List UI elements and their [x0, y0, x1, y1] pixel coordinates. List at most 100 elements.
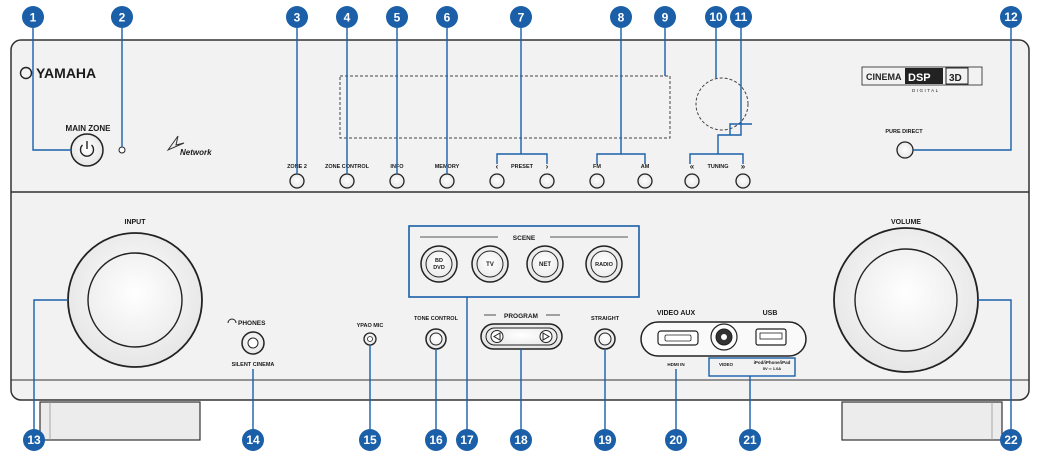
callout-18: [510, 429, 532, 451]
callout-4: [336, 6, 358, 28]
input-label: INPUT: [125, 219, 147, 226]
callout-13: [23, 429, 45, 451]
straight-button[interactable]: [594, 328, 616, 350]
ypao-mic-hole: [367, 336, 373, 342]
callout-5: [386, 6, 408, 28]
memory-button[interactable]: [439, 173, 455, 189]
callout-3-text: 3: [294, 11, 301, 25]
preset-next-label: ›: [546, 162, 549, 171]
callout-22-text: 22: [1004, 433, 1018, 447]
video-label: VIDEO: [719, 362, 734, 367]
scene-dvd-label: DVD: [433, 265, 445, 271]
info-button[interactable]: [389, 173, 405, 189]
preset-prev-label: ‹: [496, 162, 499, 171]
callout-12: [1000, 6, 1022, 28]
fm-button[interactable]: [589, 173, 605, 189]
left-foot: [39, 401, 201, 441]
callout-6: [436, 6, 458, 28]
preset-prev-button[interactable]: [489, 173, 505, 189]
callout-badges: 1 2 3 4 5 6 7 8 9 10 11 12 13 14 15 16 1…: [22, 6, 1022, 451]
callout-15: [359, 429, 381, 451]
yamaha-emblem-icon: [19, 66, 33, 80]
standby-indicator: [118, 146, 126, 154]
tuning-prev-button[interactable]: [684, 173, 700, 189]
callout-leaders: [32, 28, 1012, 440]
zone-control-button[interactable]: [339, 173, 355, 189]
tuning-next-label: »: [741, 162, 746, 171]
fm-label: FM: [593, 164, 601, 170]
callout-13-text: 13: [27, 433, 41, 447]
pure-direct-label: PURE DIRECT: [885, 129, 923, 135]
cinema-text: CINEMA: [866, 72, 902, 82]
callout-1-text: 1: [30, 11, 37, 25]
chassis-outline: [10, 39, 1030, 401]
3d-text: 3D: [949, 73, 962, 84]
callout-21: [739, 429, 761, 451]
callout-21-text: 21: [743, 433, 757, 447]
callout-5-text: 5: [394, 11, 401, 25]
zone2-button[interactable]: [289, 173, 305, 189]
main-zone-power-button[interactable]: [70, 133, 104, 167]
tone-control-inner: [429, 332, 443, 346]
program-left-icon[interactable]: [490, 330, 504, 343]
network-logo-icon: [166, 135, 185, 152]
preset-label: PRESET: [511, 164, 534, 170]
callout-14: [242, 429, 264, 451]
callout-6-text: 6: [444, 11, 451, 25]
usb-sub-label-1: iPod/iPhone/iPad: [754, 360, 791, 365]
callout-16-text: 16: [429, 433, 443, 447]
tone-control-button[interactable]: [425, 328, 447, 350]
tuning-next-button[interactable]: [735, 173, 751, 189]
callout-9-text: 9: [662, 11, 669, 25]
main-zone-label: MAIN ZONE: [66, 124, 112, 133]
phones-jack-hole: [247, 337, 259, 349]
callout-1: [22, 6, 44, 28]
hdmi-in-port[interactable]: [657, 330, 699, 346]
straight-inner: [598, 332, 612, 346]
power-icon: [79, 141, 95, 157]
callout-14-text: 14: [246, 433, 260, 447]
network-logo: Network: [166, 135, 212, 157]
tuning-label: TUNING: [707, 164, 728, 170]
callout-20-text: 20: [669, 433, 683, 447]
volume-label: VOLUME: [891, 219, 921, 226]
scene-label: SCENE: [513, 235, 536, 242]
preset-next-button[interactable]: [539, 173, 555, 189]
callout-7-text: 7: [518, 11, 525, 25]
phones-icon: [227, 318, 237, 324]
callout-17: [456, 429, 478, 451]
callout-8: [610, 6, 632, 28]
callout-12-text: 12: [1004, 10, 1018, 24]
remote-sensor: [695, 77, 749, 131]
callout-10: [705, 6, 727, 28]
callout-8-text: 8: [618, 11, 625, 25]
callout-11: [730, 6, 752, 28]
am-button[interactable]: [637, 173, 653, 189]
brand-text: YAMAHA: [36, 65, 96, 81]
callout-3: [286, 6, 308, 28]
callout-19: [594, 429, 616, 451]
usb-label: USB: [763, 310, 778, 317]
right-foot: [841, 401, 1003, 441]
callout-4-text: 4: [344, 11, 351, 25]
tone-control-label: TONE CONTROL: [414, 316, 459, 322]
callout-2-text: 2: [119, 11, 126, 25]
callout-20: [665, 429, 687, 451]
front-display: [339, 75, 671, 139]
network-logo-text: Network: [180, 148, 212, 157]
scene-bd-label: BD: [435, 258, 443, 264]
callout-16: [425, 429, 447, 451]
digital-text: DIGITAL: [912, 88, 940, 93]
program-right-icon[interactable]: [539, 330, 553, 343]
callout-7: [510, 6, 532, 28]
phones-label: PHONES: [238, 320, 266, 327]
input-knob-inner: [87, 252, 183, 348]
callout-10-text: 10: [709, 10, 723, 24]
am-label: AM: [641, 164, 650, 170]
scene-tv-label: TV: [486, 262, 494, 268]
pure-direct-button[interactable]: [896, 141, 914, 159]
program-label: PROGRAM: [504, 313, 538, 320]
straight-label: STRAIGHT: [591, 316, 620, 322]
silent-cinema-label: SILENT CINEMA: [232, 362, 275, 368]
usb-port[interactable]: [755, 328, 787, 346]
